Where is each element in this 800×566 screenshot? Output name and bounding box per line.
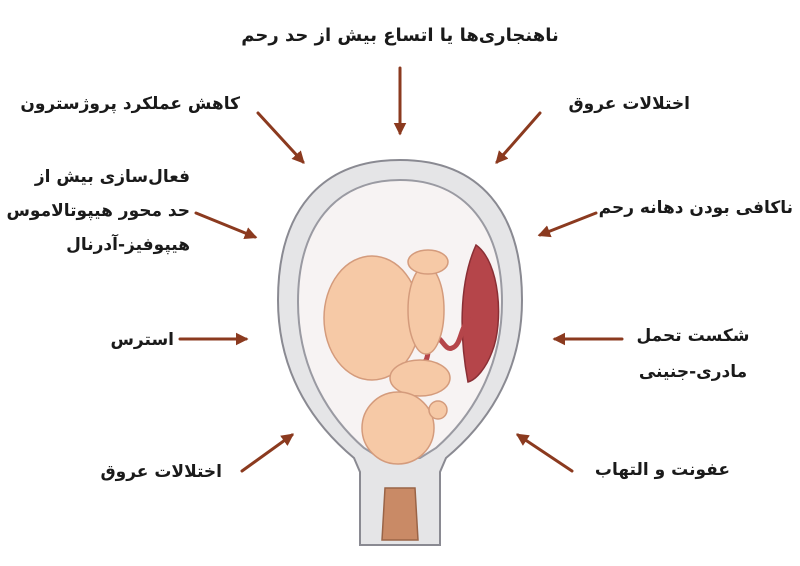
arrow-icon [240, 433, 295, 473]
label-hpa-line3: هیپوفیز-آدرنال [66, 235, 190, 255]
label-infection: عفونت و التهاب [594, 460, 730, 480]
label-tolerance-line2: مادری-جنینی [638, 362, 748, 382]
arrow-icon [194, 211, 258, 240]
label-stress: استرس [110, 330, 174, 350]
arrow-icon [515, 433, 574, 473]
arrow-icon [537, 211, 598, 238]
label-uterine-anomalies: ناهنجاری‌ها یا اتساع بیش از حد رحم [241, 25, 559, 46]
fetus [323, 249, 451, 465]
label-cervical-insufficiency: ناکافی بودن دهانه رحم [598, 198, 793, 218]
placenta [461, 243, 500, 383]
label-hpa-line1: فعال‌سازی بیش از [34, 167, 190, 187]
label-hpa-line2: حد محور هیپوتالاموس [6, 201, 190, 221]
label-vascular-top: اختلالات عروق [568, 94, 690, 114]
arrow-icon [495, 111, 542, 164]
label-hpa-axis: فعال‌سازی بیش از حد محور هیپوتالاموس هیپ… [6, 160, 190, 262]
cervix [381, 487, 419, 541]
uterus-illustration [276, 158, 524, 546]
arrow-icon [256, 111, 305, 164]
label-tolerance-failure: شکست تحمل مادری-جنینی [628, 318, 758, 390]
label-tolerance-line1: شکست تحمل [636, 326, 750, 346]
label-vascular-bottom: اختلالات عروق [100, 462, 222, 482]
label-progesterone: کاهش عملکرد پروژسترون [20, 94, 240, 114]
